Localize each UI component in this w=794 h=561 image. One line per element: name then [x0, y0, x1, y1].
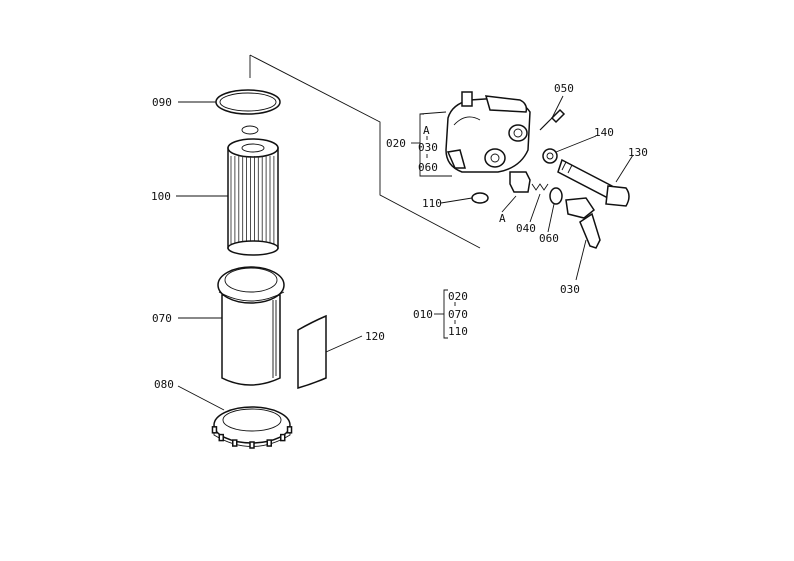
bracket-010	[443, 289, 456, 339]
washer-140	[542, 148, 558, 164]
filter-head-020	[445, 91, 531, 173]
nut-notch	[286, 426, 293, 434]
label-040: 040	[516, 222, 536, 235]
label-060: 060	[539, 232, 559, 245]
filter-bowl-070	[217, 266, 285, 386]
label-010-110: 110	[448, 325, 468, 338]
label-140: 140	[594, 126, 614, 139]
plunger-040	[509, 171, 549, 193]
label-020-030: 030	[418, 141, 438, 154]
lever-030	[565, 197, 601, 249]
retaining-nut-080	[211, 406, 293, 449]
nut-notch	[231, 439, 238, 447]
o-ring-090	[215, 89, 281, 115]
seal-060	[549, 187, 563, 205]
label-020: 020	[386, 137, 406, 150]
label-070: 070	[152, 312, 172, 325]
label-050: 050	[554, 82, 574, 95]
nut-notch	[218, 433, 225, 442]
label-010: 010	[413, 308, 433, 321]
label-020-a: A	[423, 124, 430, 137]
label-020-060: 060	[418, 161, 438, 174]
label-010-070: 070	[448, 308, 468, 321]
nut-notch	[279, 433, 286, 442]
label-080: 080	[154, 378, 174, 391]
small-seal	[241, 125, 259, 135]
label-010-020: 020	[448, 290, 468, 303]
nut-notch	[266, 439, 273, 447]
nut-notch	[211, 426, 218, 434]
filter-element-100	[227, 138, 279, 256]
label-ref-a: A	[499, 212, 506, 225]
bolt-130	[557, 158, 630, 207]
screw-050	[539, 108, 566, 131]
leader-lines	[176, 95, 634, 411]
label-sheet-120	[297, 314, 327, 389]
label-100: 100	[151, 190, 171, 203]
label-090: 090	[152, 96, 172, 109]
label-030: 030	[560, 283, 580, 296]
bracket-020	[419, 111, 452, 177]
label-110: 110	[422, 197, 442, 210]
label-120: 120	[365, 330, 385, 343]
label-130: 130	[628, 146, 648, 159]
nut-notch	[249, 441, 255, 449]
o-ring-110	[471, 192, 489, 204]
assembly-outline	[249, 54, 481, 249]
